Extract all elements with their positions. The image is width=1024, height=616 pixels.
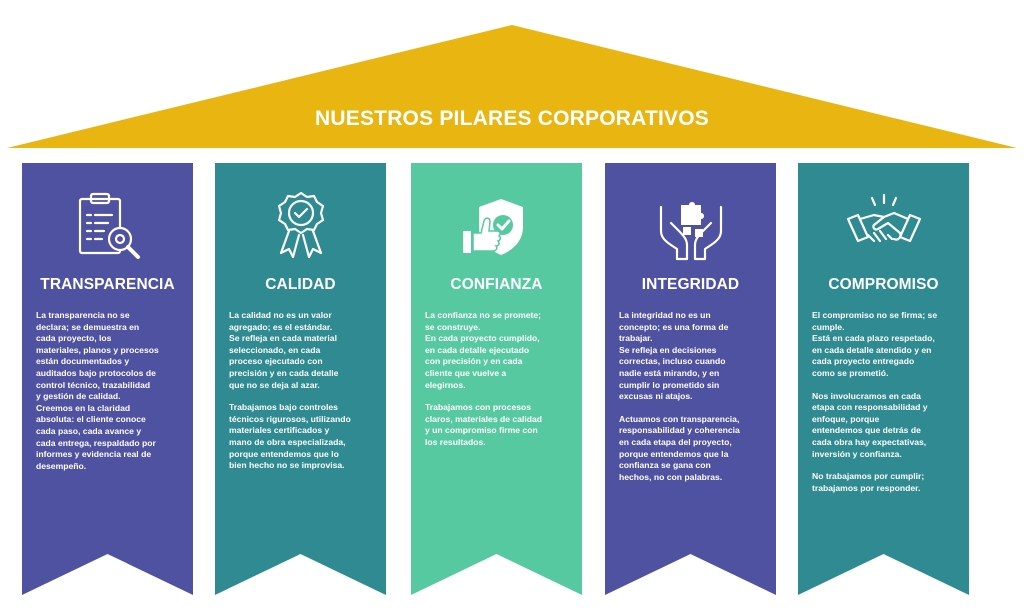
pillar-paragraph: Trabajamos bajo controles técnicos rigur… <box>229 402 351 471</box>
pillar-paragraph: La confianza no se promete; se construye… <box>425 310 542 390</box>
pillar-text: La confianza no se promete; se construye… <box>425 310 572 460</box>
pillar-paragraph: Actuamos con transparencia, responsabili… <box>619 413 740 482</box>
pillar-integridad: INTEGRIDAD La integridad no es un concep… <box>605 163 776 595</box>
clipboard-magnifier-icon <box>68 187 148 267</box>
pillar-title: TRANSPARENCIA <box>40 276 175 293</box>
pillar-text: La integridad no es un concepto; es una … <box>619 310 766 494</box>
pillar-title: INTEGRIDAD <box>641 276 740 293</box>
roof <box>7 25 1017 148</box>
diagram-title: NUESTROS PILARES CORPORATIVOS <box>315 107 709 130</box>
handshake-icon <box>844 187 924 267</box>
pillar-calidad: CALIDAD La calidad no es un valor agrega… <box>215 163 386 595</box>
thumbs-up-shield-icon <box>457 187 537 267</box>
hands-puzzle-icon <box>651 187 731 267</box>
pillar-paragraph: El compromiso no se firma; se cumple. Es… <box>812 310 938 378</box>
pillar-paragraph: La calidad no es un valor agregado; es e… <box>229 310 339 390</box>
pillar-compromiso: COMPROMISO El compromiso no se firma; se… <box>798 163 969 595</box>
pillar-text: El compromiso no se firma; se cumple. Es… <box>812 310 959 505</box>
pillar-paragraph: La transparencia no se declara; se demue… <box>36 310 159 471</box>
pillar-title: COMPROMISO <box>828 276 939 293</box>
pillar-title: CALIDAD <box>265 276 336 293</box>
pillar-text: La transparencia no se declara; se demue… <box>36 310 183 483</box>
award-badge-icon <box>261 187 341 267</box>
pillar-paragraph: Trabajamos con procesos claros, material… <box>425 402 543 447</box>
pillar-paragraph: Nos involucramos en cada etapa con respo… <box>812 390 928 459</box>
pillar-transparencia: TRANSPARENCIA La transparencia no se dec… <box>22 163 193 595</box>
pillar-paragraph: No trabajamos por cumplir; trabajamos po… <box>812 471 925 493</box>
pillar-paragraph: La integridad no es un concepto; es una … <box>619 310 729 402</box>
pillar-text: La calidad no es un valor agregado; es e… <box>229 310 376 483</box>
pillar-title: CONFIANZA <box>450 276 543 293</box>
pillar-confianza: CONFIANZA La confianza no se promete; se… <box>411 163 582 595</box>
